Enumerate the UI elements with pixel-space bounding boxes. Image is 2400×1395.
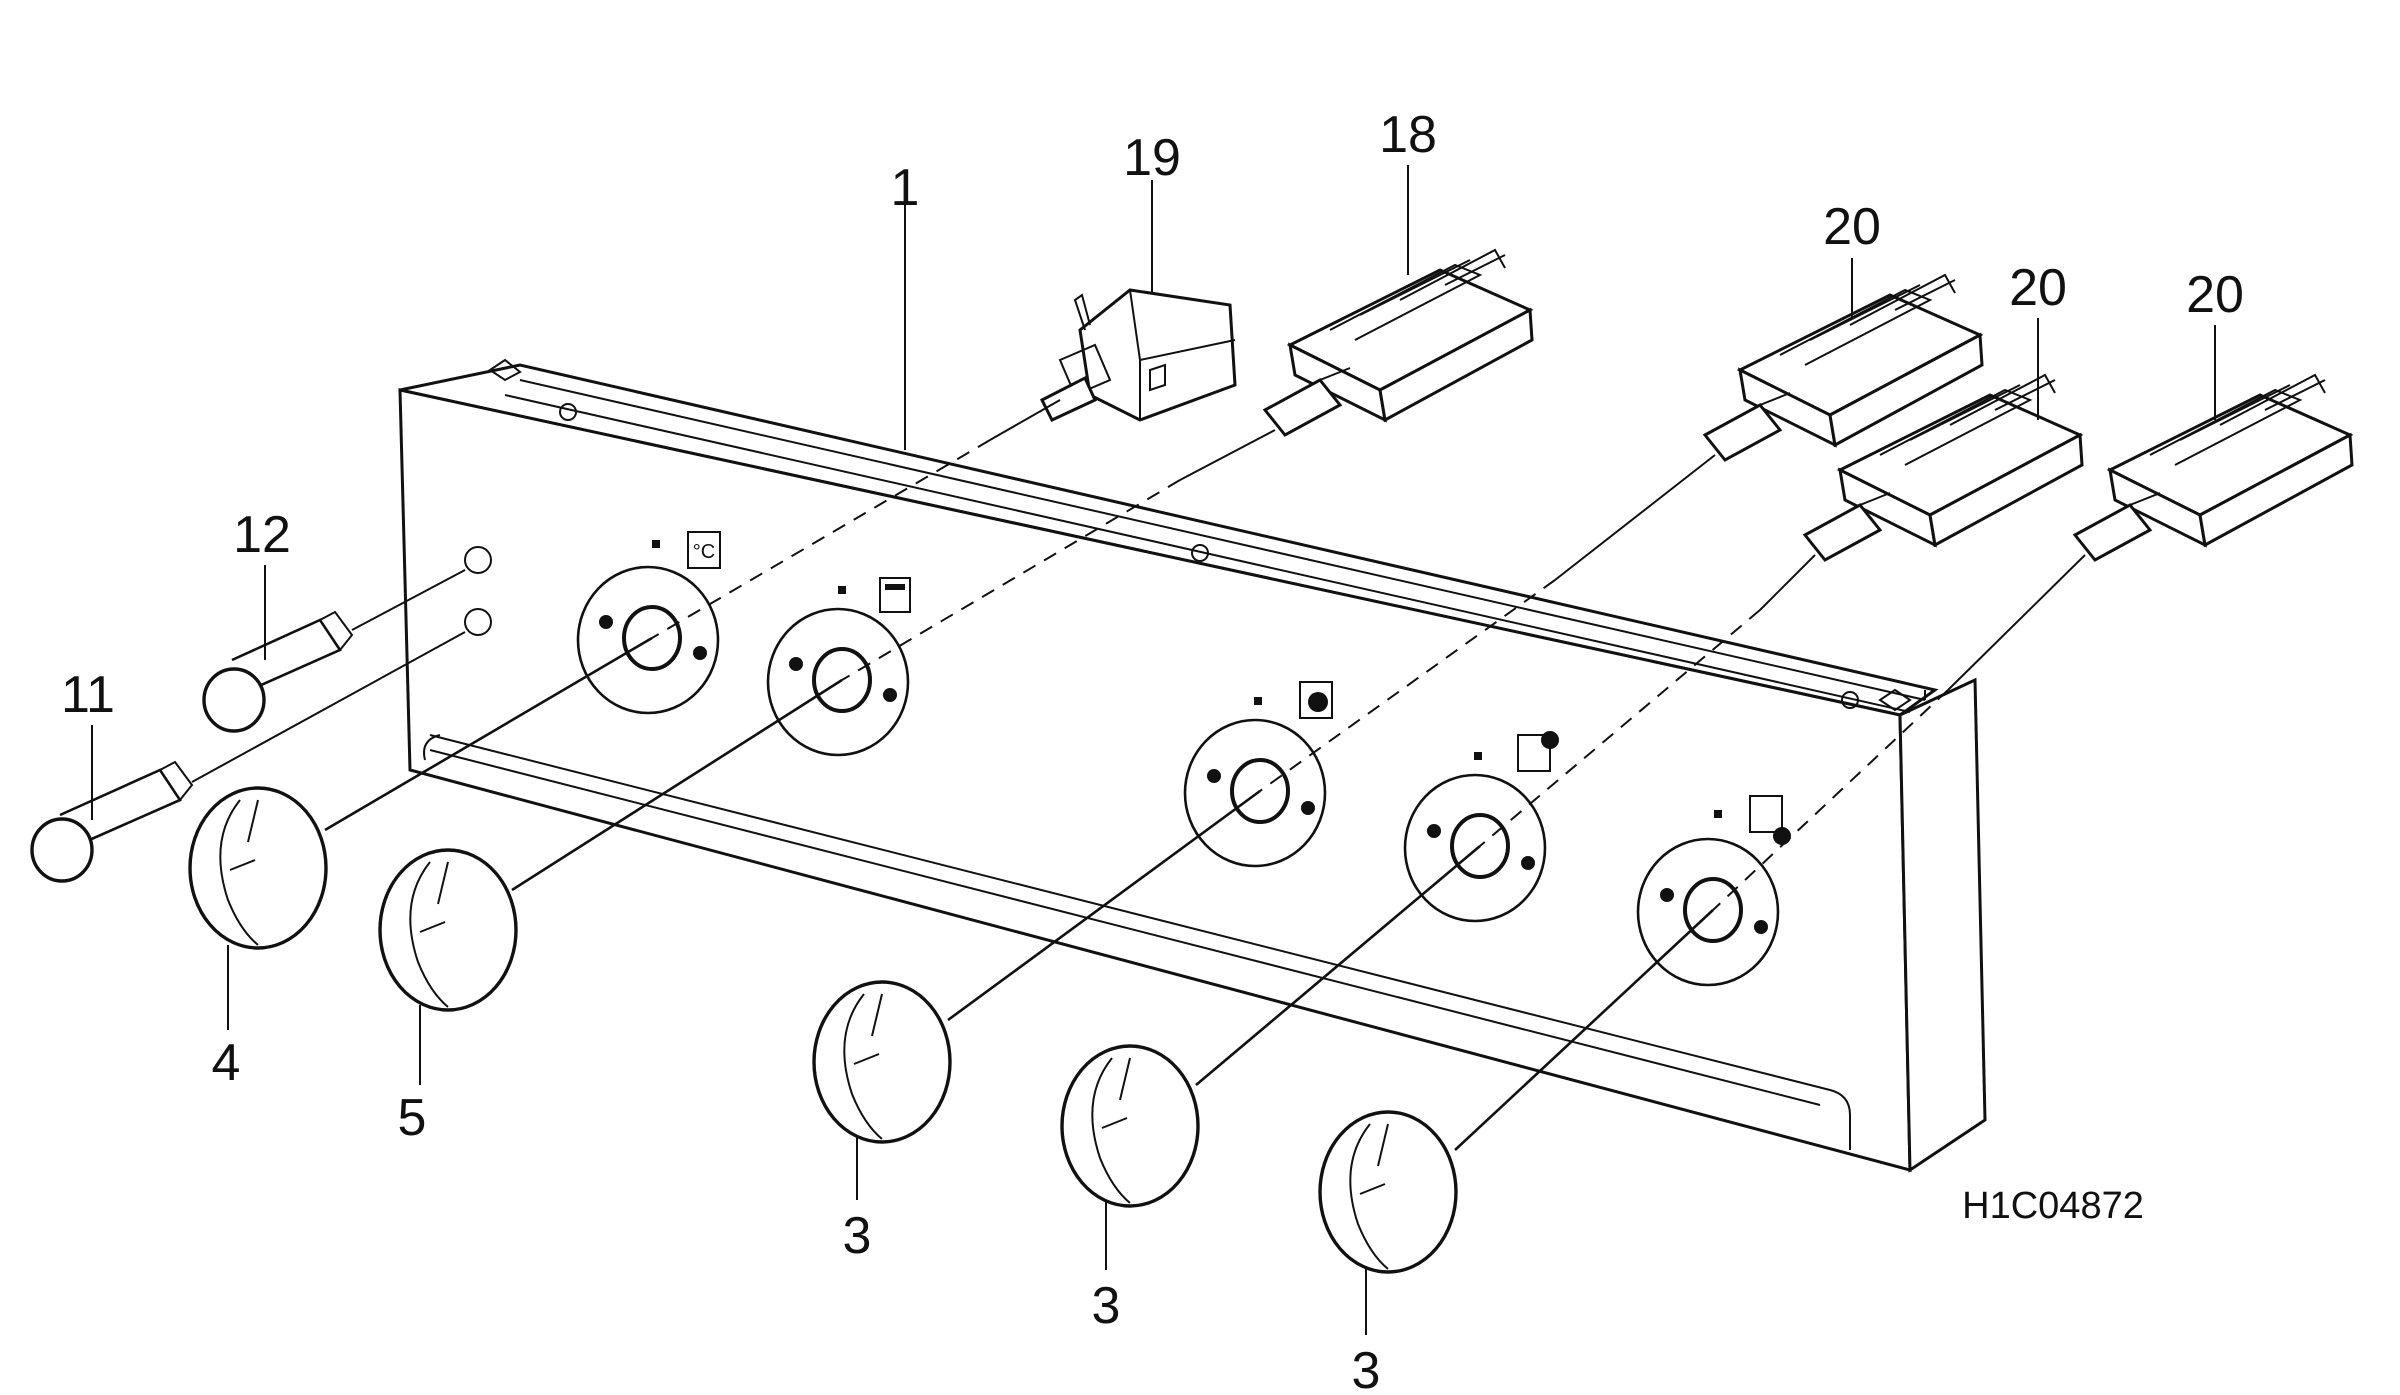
dial-mount-thermostat: °C xyxy=(576,531,721,715)
callout-switch-20-a: 20 xyxy=(1823,198,1881,256)
callout-knob-hob-2: 3 xyxy=(1092,1277,1121,1335)
switch-20-c xyxy=(1947,373,2354,691)
switch-dashed-lines xyxy=(651,439,1949,911)
knob-selector xyxy=(378,848,518,1012)
drawing-code: H1C04872 xyxy=(1962,1185,2144,1227)
callout-switch-20-c: 20 xyxy=(2186,266,2244,324)
callout-knob-hob-1: 3 xyxy=(843,1207,872,1265)
callout-switch-19: 19 xyxy=(1123,129,1181,187)
callout-lamp-upper: 12 xyxy=(233,506,291,564)
indicator-lamp-lower xyxy=(30,631,466,883)
dial-mount-selector xyxy=(766,577,911,757)
callout-panel: 1 xyxy=(891,159,920,217)
knob-hob-3 xyxy=(1318,1110,1458,1274)
switch-19 xyxy=(989,288,1237,441)
thermostat-symbol: °C xyxy=(693,541,715,563)
callout-switch-20-b: 20 xyxy=(2009,259,2067,317)
knob-leader-lines xyxy=(324,636,1714,1151)
knob-thermostat xyxy=(188,786,328,950)
switch-20-b xyxy=(1759,373,2084,611)
knob-hob-2 xyxy=(1060,1044,1200,1208)
indicator-lamp-upper xyxy=(202,569,466,733)
callout-lamp-lower: 11 xyxy=(61,666,115,724)
switch-20-a xyxy=(1554,273,1984,581)
callout-switch-18: 18 xyxy=(1379,106,1437,164)
control-panel xyxy=(398,358,1987,1173)
callout-knob-selector: 5 xyxy=(398,1089,427,1147)
knob-hob-1 xyxy=(812,980,952,1144)
callout-knob-thermostat: 4 xyxy=(212,1034,241,1092)
callout-leaders xyxy=(91,165,2216,1335)
callout-knob-hob-3: 3 xyxy=(1352,1342,1381,1395)
switch-18 xyxy=(1179,248,1534,481)
